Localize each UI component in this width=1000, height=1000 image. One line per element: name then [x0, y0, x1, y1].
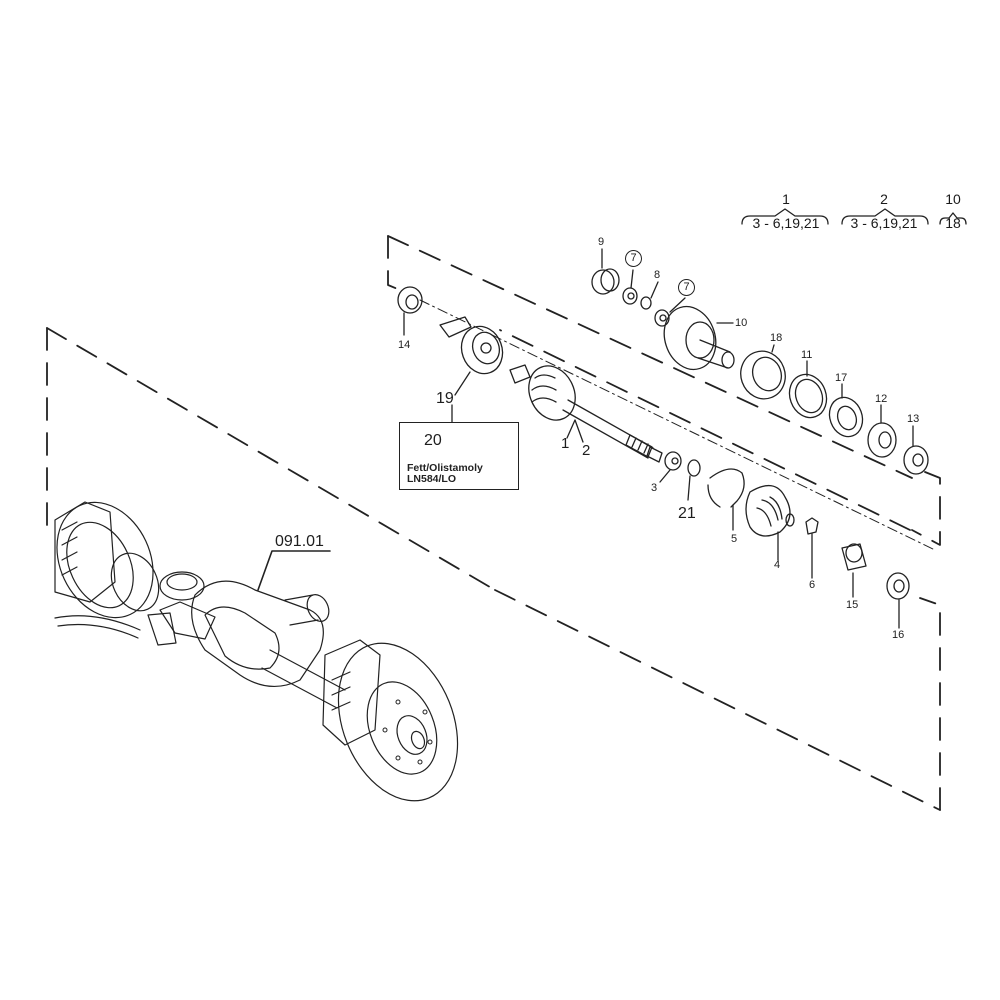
legend-includes: 18 [945, 215, 961, 231]
callout-21: 21 [678, 505, 696, 522]
callout-4: 4 [774, 559, 781, 571]
legend-includes: 3 - 6,19,21 [752, 215, 820, 231]
grease-note-line1: Fett/Olistamoly [407, 462, 483, 474]
grease-note-box: Fett/Olistamoly LN584/LO [399, 422, 519, 490]
legend-group-10: 10 18 [938, 192, 968, 230]
legend-parent: 1 [782, 191, 790, 207]
callout-12: 12 [875, 393, 888, 405]
explode-boundary-lines [46, 235, 941, 811]
callout-20: 20 [424, 432, 442, 449]
callout-6: 6 [809, 579, 816, 591]
legend-parent: 10 [945, 191, 961, 207]
legend-braces [741, 208, 967, 225]
callout-17: 17 [835, 372, 848, 384]
callout-13: 13 [907, 413, 920, 425]
legend-group-1: 1 3 - 6,19,21 [744, 192, 828, 230]
callout-5: 5 [731, 533, 738, 545]
callout-10: 10 [735, 317, 748, 329]
callout-1: 1 [561, 435, 570, 452]
callout-18: 18 [770, 332, 783, 344]
callout-19: 19 [436, 390, 454, 407]
callout-3: 3 [651, 482, 658, 494]
leader-091-01 [257, 550, 331, 591]
grease-note-text: Fett/Olistamoly LN584/LO [407, 463, 483, 485]
assembly-reference-label: 091.01 [275, 533, 324, 550]
rear-axle-assembly [54, 501, 459, 802]
callout-16: 16 [892, 629, 905, 641]
grease-note-line2: LN584/LO [407, 473, 457, 485]
callout-2: 2 [582, 442, 591, 459]
callout-15: 15 [846, 599, 859, 611]
legend-parent: 2 [880, 191, 888, 207]
callout-14: 14 [398, 339, 411, 351]
callout-9: 9 [598, 236, 605, 248]
legend-includes: 3 - 6,19,21 [850, 215, 918, 231]
legend-group-2: 2 3 - 6,19,21 [842, 192, 926, 230]
callout-7b: 7 [678, 279, 695, 296]
callout-11: 11 [801, 349, 813, 361]
callout-7a: 7 [625, 250, 642, 267]
exploded-parts [397, 248, 936, 629]
callout-8: 8 [654, 269, 661, 281]
